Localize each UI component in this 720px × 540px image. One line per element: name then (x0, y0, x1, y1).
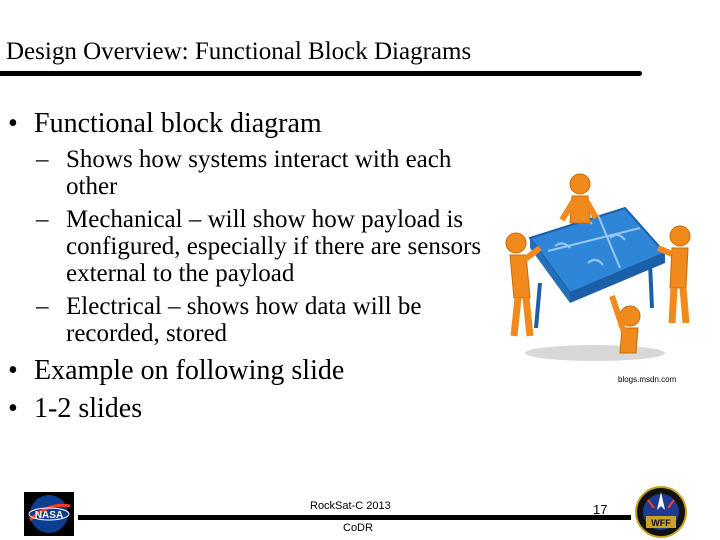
bullet-example-following-slide: • Example on following slide (8, 355, 344, 387)
puzzle-team-icon (505, 173, 691, 361)
bullet-text: Functional block diagram (34, 108, 322, 139)
bullet-text: Example on following slide (34, 355, 345, 386)
nasa-logo-text: NASA (35, 510, 63, 521)
slide-title: Design Overview: Functional Block Diagra… (6, 38, 472, 65)
sub-bullet-marker: – (36, 146, 49, 173)
sub-bullet-text: Shows how systems interact with each oth… (66, 146, 452, 200)
sub-bullet-systems-interact: – Shows how systems interact with each o… (36, 146, 506, 200)
sub-bullet-electrical: – Electrical – shows how data will be re… (36, 293, 506, 347)
wff-logo-icon: WFF (635, 486, 687, 538)
wff-logo-text: WFF (651, 518, 671, 528)
title-divider (0, 71, 642, 76)
nasa-logo-icon: NASA (24, 492, 74, 536)
sub-bullet-marker: – (36, 206, 49, 233)
footer-event: RockSat-C 2013 (310, 500, 391, 512)
bullet-marker: • (8, 355, 18, 386)
page-number: 17 (593, 502, 608, 517)
image-credit: blogs.msdn.com (618, 375, 677, 384)
sub-bullet-text: Mechanical – will show how payload is co… (66, 206, 482, 287)
sub-bullet-marker: – (36, 293, 49, 320)
puzzle-board (528, 206, 667, 303)
footer-divider (78, 515, 631, 520)
bullet-marker: • (8, 108, 18, 139)
team-figures (505, 173, 691, 354)
footer-review: CoDR (343, 522, 373, 534)
bullet-text: 1-2 slides (34, 393, 143, 424)
sub-bullet-text: Electrical – shows how data will be reco… (66, 293, 422, 347)
sub-bullet-mechanical: – Mechanical – will show how payload is … (36, 206, 506, 287)
bullet-functional-block-diagram: • Functional block diagram (8, 108, 322, 140)
bullet-slide-count: • 1-2 slides (8, 393, 142, 425)
bullet-marker: • (8, 393, 18, 424)
